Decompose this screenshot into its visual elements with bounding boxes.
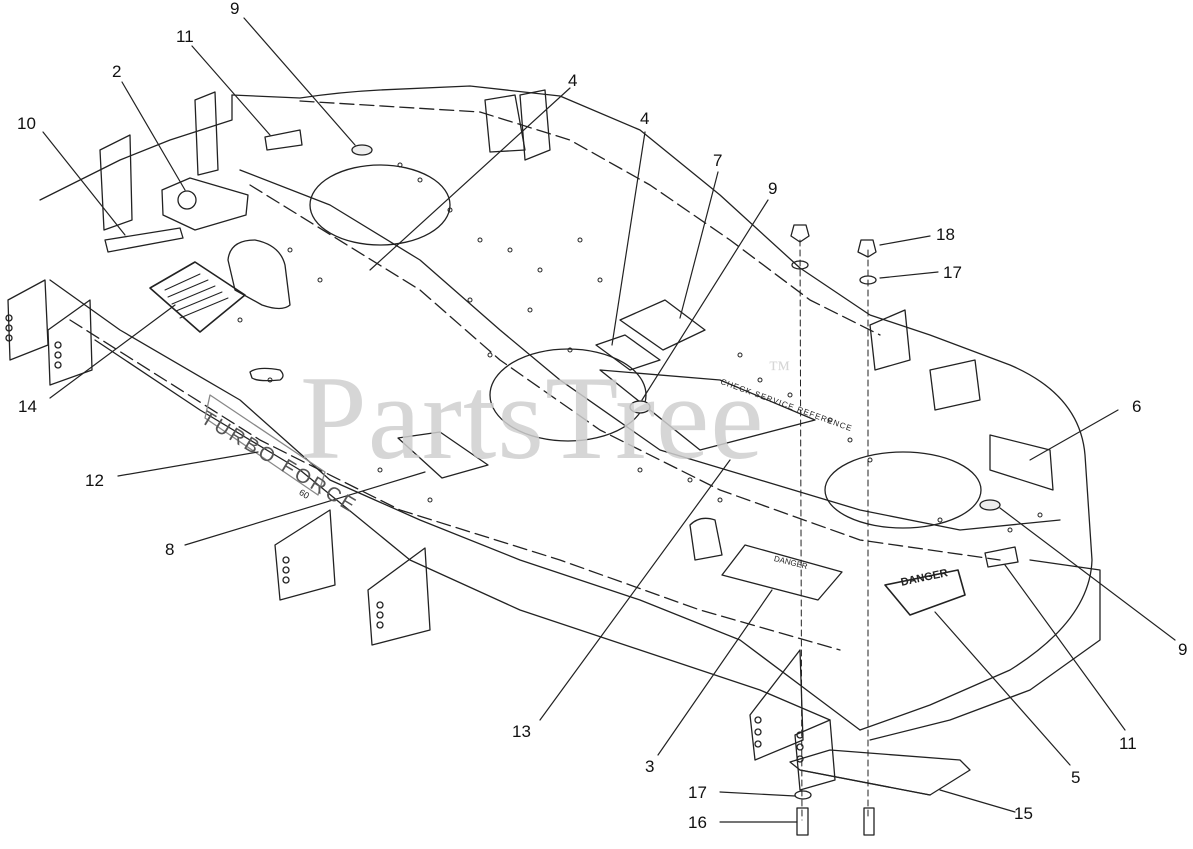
front-bracket-b — [367, 547, 431, 646]
callout-17[interactable]: 17 — [688, 783, 707, 802]
decal-13-plate — [599, 369, 816, 451]
rear-bracket-b — [519, 89, 551, 161]
front-bracket-d — [794, 719, 836, 791]
bolt-16-left — [796, 807, 809, 836]
decal-2-shape — [161, 177, 249, 231]
decal-14-plate — [149, 261, 246, 333]
callout-11[interactable]: 11 — [176, 27, 194, 46]
decal-7-plate — [619, 299, 706, 351]
decal-12-text-area — [204, 394, 326, 496]
front-bracket-a — [274, 509, 336, 601]
decal-6-strip — [989, 434, 1054, 491]
callout-9[interactable]: 9 — [230, 0, 240, 18]
mid-bracket — [689, 517, 723, 561]
bolt-16-right — [863, 807, 875, 836]
plug-9-right — [979, 499, 1001, 511]
baffle-15-edge — [799, 769, 931, 796]
callout-14[interactable]: 14 — [18, 397, 37, 416]
deck-right-skirt — [869, 559, 1101, 741]
washer-left-top — [791, 260, 809, 270]
callout-7[interactable]: 7 — [713, 151, 723, 170]
left-bracket-a — [7, 279, 49, 361]
callout-13[interactable]: 13 — [512, 722, 531, 741]
deck-front-skirt-lower — [94, 339, 831, 721]
nut-left — [790, 224, 810, 243]
decal-11-left — [264, 129, 303, 151]
deck-front-dash — [69, 319, 841, 651]
deck-small-holes — [237, 162, 1043, 533]
watermark-trademark: ™ — [768, 356, 792, 381]
decal-10-strip — [104, 227, 184, 253]
blade-opening-left — [309, 164, 451, 246]
blade-opening-right — [824, 451, 982, 529]
deck-top-plate-dash — [249, 184, 1001, 561]
left-bracket-b — [47, 299, 93, 386]
callout-6[interactable]: 6 — [1132, 397, 1142, 416]
nut-18 — [857, 239, 877, 258]
bolt-axis-left — [799, 239, 803, 821]
callout-9[interactable]: 9 — [1178, 640, 1188, 659]
right-bracket-b — [929, 359, 981, 411]
callout-4[interactable]: 4 — [568, 71, 578, 90]
callout-10[interactable]: 10 — [17, 114, 36, 133]
deck-rear-edge-dash — [299, 100, 881, 336]
rear-bracket-a — [484, 94, 526, 153]
washer-17-bottom — [794, 790, 812, 800]
callout-4[interactable]: 4 — [640, 109, 650, 128]
watermark-text: PartsTree — [300, 351, 765, 484]
deck-left-skirt — [39, 94, 233, 201]
deck-slot — [249, 367, 284, 382]
washer-17-top — [859, 275, 877, 285]
decal-3-plate — [721, 544, 843, 601]
plug-9-rear — [351, 144, 373, 156]
callout-17[interactable]: 17 — [943, 263, 962, 282]
callout-15[interactable]: 15 — [1014, 804, 1033, 823]
callout-11[interactable]: 11 — [1119, 734, 1137, 753]
callout-3[interactable]: 3 — [645, 757, 655, 776]
callout-2[interactable]: 2 — [112, 62, 122, 81]
decal-14-text-lines — [164, 273, 229, 319]
callout-5[interactable]: 5 — [1071, 768, 1081, 787]
decal-4-plate — [595, 334, 661, 371]
callout-18[interactable]: 18 — [936, 225, 955, 244]
decal-2-circle — [177, 190, 197, 210]
callout-9[interactable]: 9 — [768, 179, 778, 198]
deck-top-plate — [239, 169, 1061, 531]
decal-11-right — [984, 546, 1019, 568]
left-bracket-c — [99, 134, 133, 231]
decal-5-danger-plate — [884, 569, 966, 616]
deck-front-skirt — [49, 279, 861, 731]
callout-8[interactable]: 8 — [165, 540, 175, 559]
baffle-15 — [789, 749, 971, 796]
hitch-bracket — [227, 239, 291, 310]
deck-rear-edge — [231, 85, 1093, 731]
callout-16[interactable]: 16 — [688, 813, 707, 832]
right-bracket-a — [869, 309, 911, 371]
front-bracket-c — [749, 649, 804, 761]
callout-12[interactable]: 12 — [85, 471, 104, 490]
plug-9-center — [629, 400, 651, 414]
leader-lines — [42, 17, 1176, 823]
decal-8-plate — [397, 431, 489, 479]
left-bracket-d — [194, 91, 219, 176]
